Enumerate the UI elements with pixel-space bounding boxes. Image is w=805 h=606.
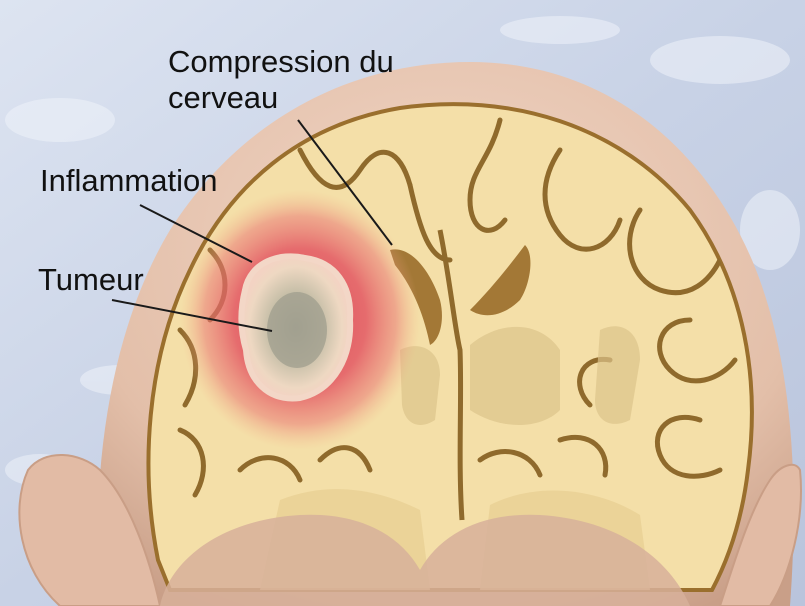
label-brain-compression-line1: Compression du xyxy=(168,44,394,80)
label-tumor: Tumeur xyxy=(38,262,144,298)
label-brain-compression-line2: cerveau xyxy=(168,80,394,116)
label-brain-compression: Compression du cerveau xyxy=(168,44,394,116)
label-inflammation: Inflammation xyxy=(40,163,217,199)
